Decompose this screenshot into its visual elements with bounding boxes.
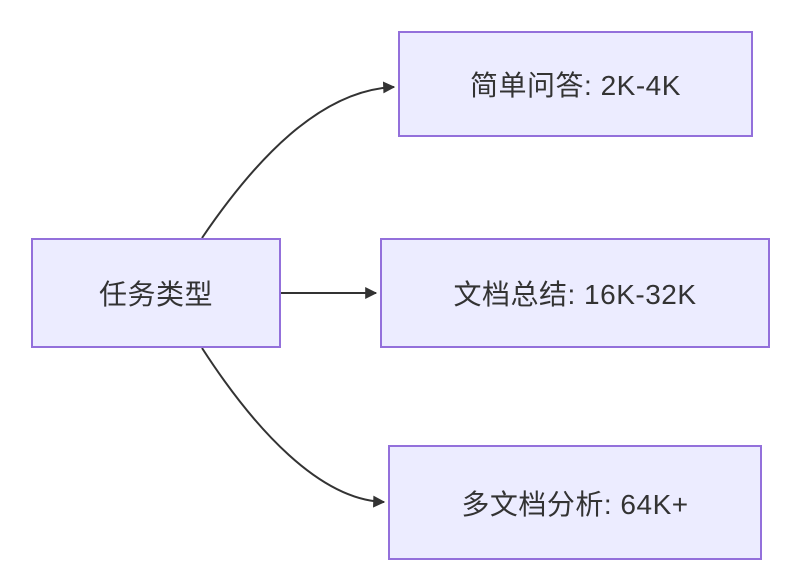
edge-task-to-multi-doc <box>201 347 386 508</box>
edge-task-to-simple-qa <box>201 81 396 239</box>
node-task-type: 任务类型 <box>31 238 281 348</box>
node-simple-qa-label: 简单问答: 2K-4K <box>470 70 681 101</box>
node-simple-qa: 简单问答: 2K-4K <box>398 31 753 137</box>
node-task-type-label: 任务类型 <box>98 279 213 310</box>
node-doc-summary-label: 文档总结: 16K-32K <box>453 279 697 310</box>
node-doc-summary: 文档总结: 16K-32K <box>380 238 770 348</box>
node-multi-doc-analysis: 多文档分析: 64K+ <box>388 445 762 560</box>
node-multi-doc-analysis-label: 多文档分析: 64K+ <box>461 488 689 520</box>
